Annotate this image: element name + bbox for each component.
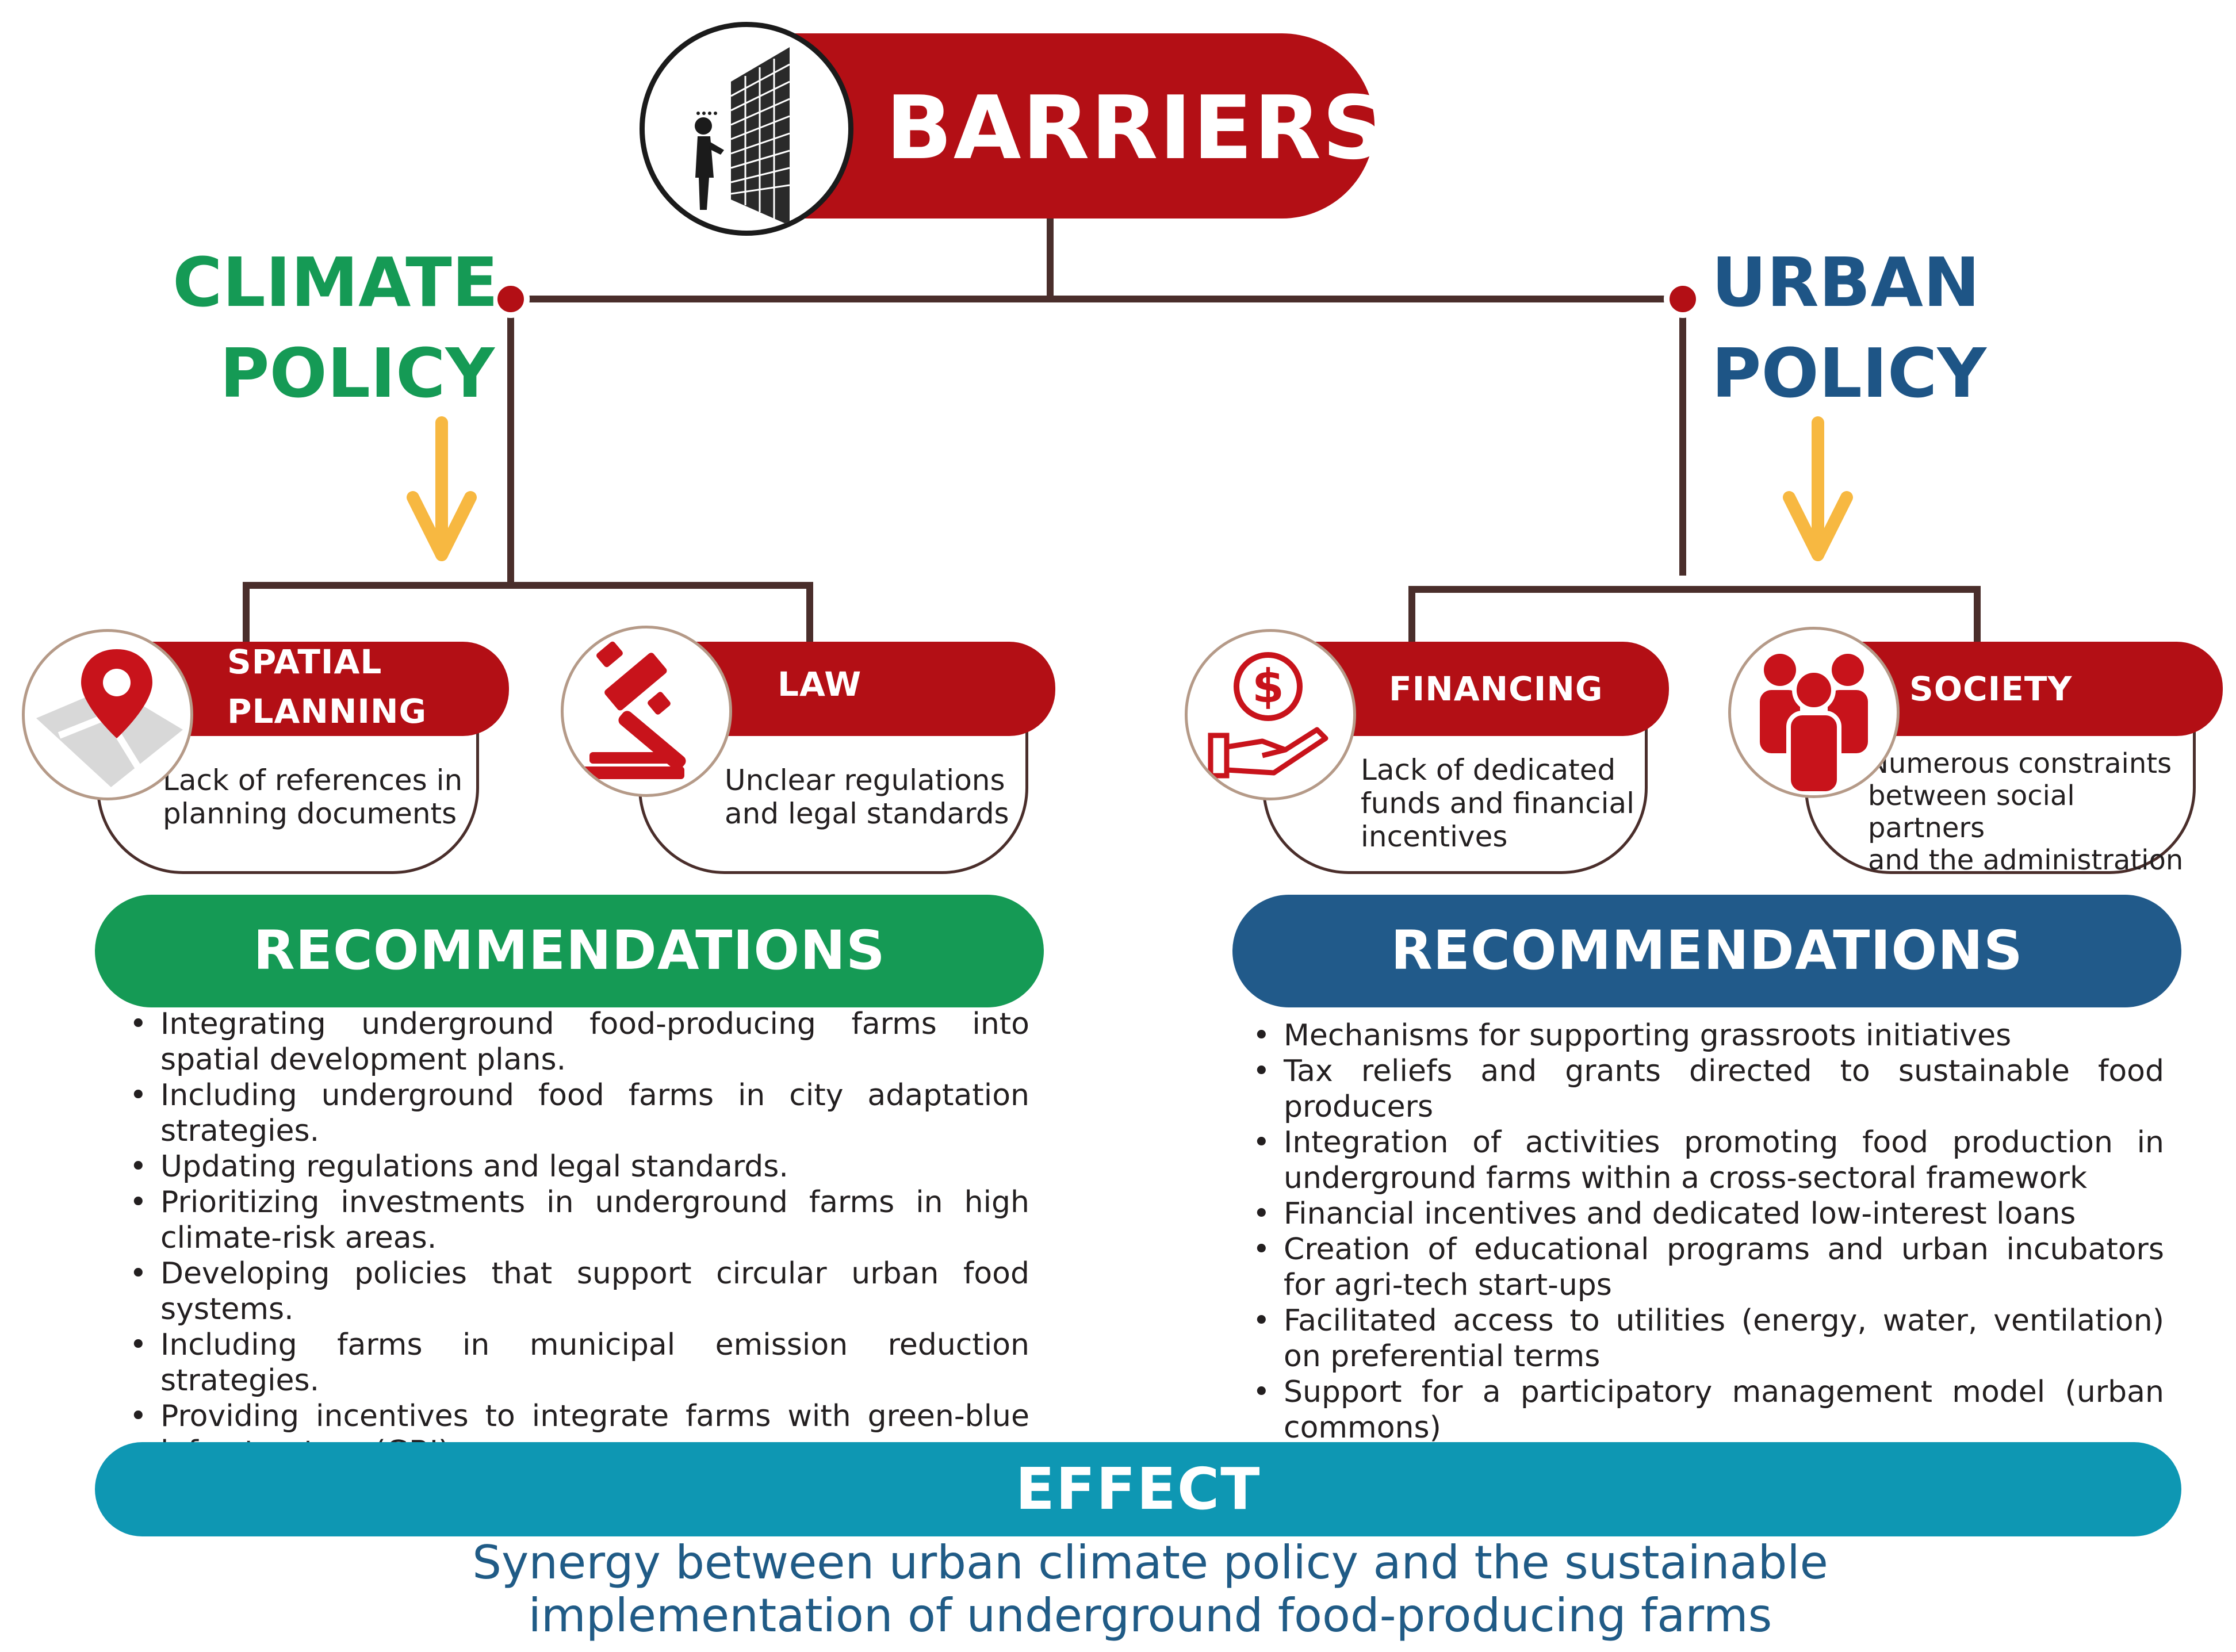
spatial-planning-text: Lack of references in planning documents [163, 764, 473, 830]
effect-heading: EFFECT [95, 1442, 2181, 1536]
climate-down-arrow [407, 416, 477, 561]
list-item: Support for a participatory management m… [1253, 1374, 2164, 1446]
financing-text-line2: funds and financial [1361, 787, 1635, 820]
people-group-icon [1728, 627, 1900, 798]
financing-title: FINANCING [1389, 669, 1603, 708]
urban-down-arrow [1783, 416, 1853, 561]
effect-text-line2: implementation of underground food-produ… [528, 1589, 1772, 1642]
law-text-line2: and legal standards [725, 797, 1009, 830]
climate-recommendations-heading: RECOMMENDATIONS [95, 895, 1044, 1007]
law-text: Unclear regulations and legal standards [725, 764, 1024, 830]
society-text-line2: between social partners [1868, 780, 2075, 844]
spatial-planning-title-line1: SPATIAL [227, 642, 382, 681]
climate-node-dot [492, 280, 530, 318]
list-item: Integration of activities promoting food… [1253, 1125, 2164, 1196]
law-title: LAW [778, 665, 862, 704]
list-item: Integrating underground food-producing f… [129, 1006, 1029, 1078]
society-text-line1: Numerous constraints [1868, 748, 2172, 780]
climate-recommendations-list: Integrating underground food-producing f… [129, 1006, 1029, 1470]
list-item: Updating regulations and legal standards… [129, 1149, 1029, 1185]
list-item: Financial incentives and dedicated low-i… [1253, 1196, 2164, 1232]
urban-node-dot [1664, 280, 1702, 318]
list-item: Creation of educational programs and urb… [1253, 1232, 2164, 1303]
urban-policy-line2: POLICY [1712, 334, 1986, 413]
money-hand-icon: $ [1185, 629, 1356, 800]
financing-text: Lack of dedicated funds and financial in… [1361, 753, 1642, 853]
society-title: SOCIETY [1909, 669, 2073, 708]
list-item: Including farms in municipal emission re… [129, 1327, 1029, 1398]
person-facing-wall-icon [640, 22, 853, 236]
list-item: Mechanisms for supporting grassroots ini… [1253, 1018, 2164, 1053]
financing-text-line3: incentives [1361, 820, 1508, 853]
svg-text:$: $ [1252, 660, 1284, 713]
spatial-planning-text-line1: Lack of references in [163, 764, 463, 797]
map-pin-icon [22, 629, 193, 800]
financing-text-line1: Lack of dedicated [1361, 753, 1616, 787]
spatial-planning-card-body [97, 730, 479, 874]
society-text-line3: and the administration [1868, 844, 2184, 876]
law-text-line1: Unclear regulations [725, 764, 1005, 797]
urban-policy-label: URBAN POLICY [1712, 237, 2034, 419]
barriers-title: BARRIERS [886, 77, 1387, 179]
urban-policy-line1: URBAN [1712, 243, 1980, 322]
gavel-icon [561, 626, 732, 797]
society-card-header [1840, 642, 2223, 736]
climate-policy-line2: POLICY [220, 334, 495, 413]
barriers-banner [788, 33, 1374, 219]
list-item: Including underground food farms in city… [129, 1078, 1029, 1149]
effect-text-line1: Synergy between urban climate policy and… [472, 1536, 1828, 1589]
financing-card-header [1305, 642, 1669, 736]
spatial-planning-title-line2: PLANNING [227, 692, 427, 731]
effect-description: Synergy between urban climate policy and… [345, 1536, 1955, 1642]
climate-policy-label: CLIMATE POLICY [173, 237, 499, 419]
list-item: Developing policies that support circula… [129, 1256, 1029, 1327]
society-text: Numerous constraints between social part… [1868, 748, 2196, 876]
list-item: Prioritizing investments in underground … [129, 1185, 1029, 1256]
spatial-planning-text-line2: planning documents [163, 797, 457, 830]
urban-recommendations-list: Mechanisms for supporting grassroots ini… [1253, 1018, 2164, 1446]
climate-policy-line1: CLIMATE [173, 243, 499, 322]
list-item: Facilitated access to utilities (energy,… [1253, 1303, 2164, 1374]
urban-recommendations-heading: RECOMMENDATIONS [1232, 895, 2181, 1007]
list-item: Tax reliefs and grants directed to susta… [1253, 1053, 2164, 1125]
spatial-planning-title: SPATIAL PLANNING [227, 642, 492, 731]
